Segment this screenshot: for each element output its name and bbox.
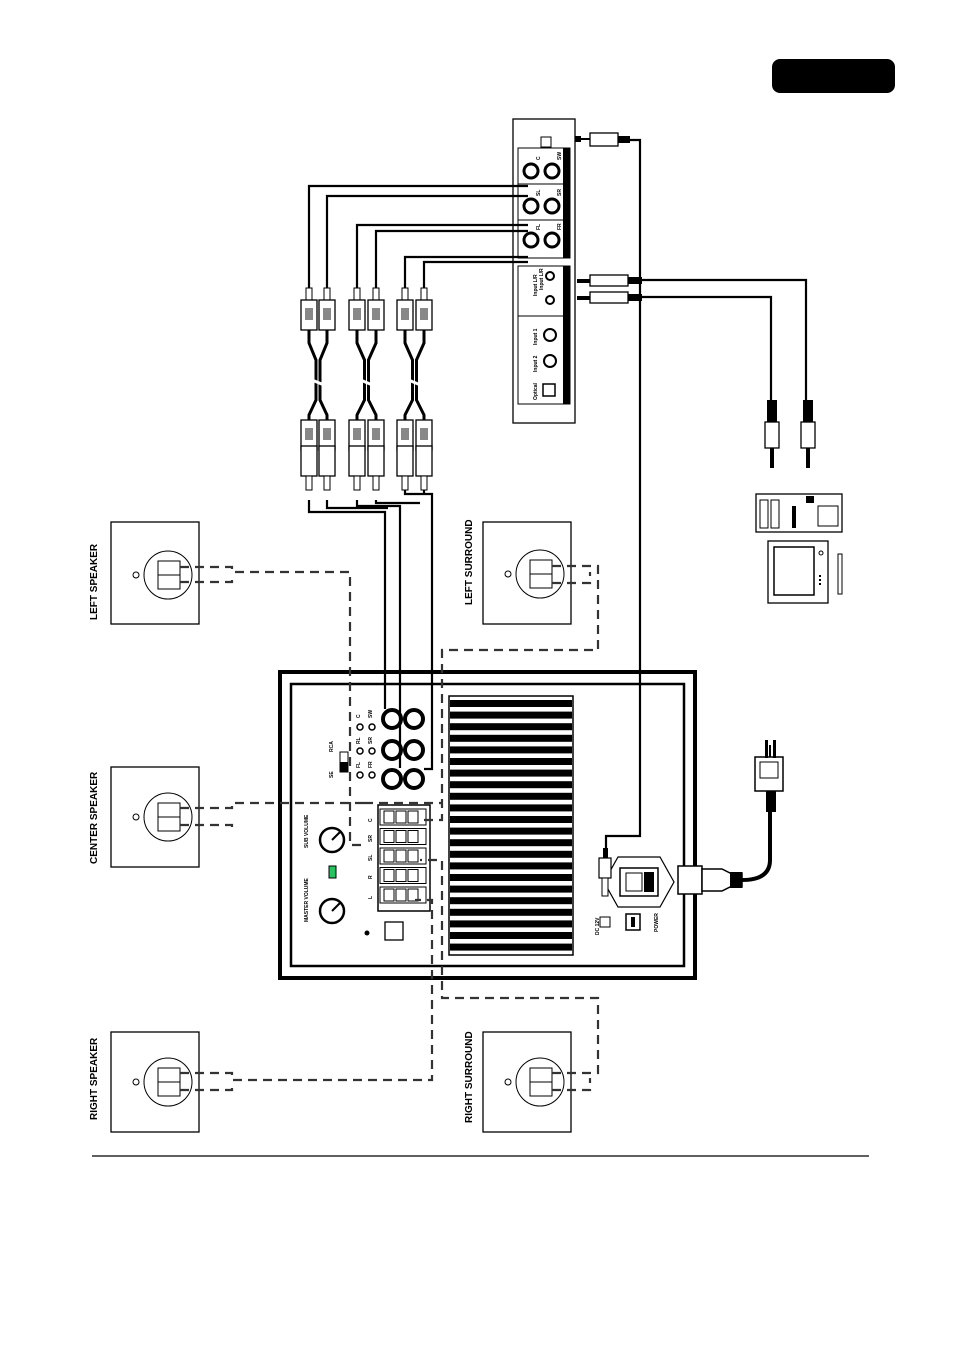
ctrl-rca-label-3: SR xyxy=(557,189,563,196)
switch-label-1: SE xyxy=(329,771,335,778)
switch-label-0: RCA xyxy=(329,741,335,752)
terminal-label-3: R xyxy=(368,875,374,879)
computer-icon xyxy=(756,494,842,532)
speaker-terminals xyxy=(378,805,430,911)
ctrl-rca-label-1: SW xyxy=(557,152,563,160)
right-surround-label: RIGHT SURROUND xyxy=(464,1031,475,1123)
right-speaker: RIGHT SPEAKER xyxy=(89,1032,199,1132)
left-speaker-label: LEFT SPEAKER xyxy=(89,543,100,620)
ctrl-rca-label-2: SL xyxy=(536,190,542,196)
ctrl-rca-label-4: FL xyxy=(536,224,542,230)
master-volume-label: MASTER VOLUME xyxy=(304,877,310,922)
monitor-icon xyxy=(768,541,842,603)
terminal-label-1: SR xyxy=(368,835,374,842)
vent-grille xyxy=(449,696,573,955)
rca-plug-icon xyxy=(301,288,432,490)
sub-rca-label-1: SW xyxy=(368,710,374,718)
dc-12v-label: DC 12V xyxy=(595,917,601,935)
control-unit: C SW SL SR FL FR Input L/R Input L/R Inp… xyxy=(513,119,575,423)
right-speaker-label: RIGHT SPEAKER xyxy=(89,1037,100,1120)
ctrl-input-label-2: Input 1 xyxy=(533,328,539,345)
input-select-switch[interactable] xyxy=(340,752,348,772)
ctrl-input-label-1: Input L/R xyxy=(539,268,545,290)
sub-volume-label: SUB VOLUME xyxy=(304,814,310,848)
center-speaker-label: CENTER SPEAKER xyxy=(89,771,100,864)
page-badge xyxy=(772,59,895,93)
terminal-label-2: SL xyxy=(368,855,374,861)
sub-rca-label-5: FR xyxy=(368,761,374,768)
center-speaker: CENTER SPEAKER xyxy=(89,767,199,867)
terminal-label-4: L xyxy=(368,896,374,899)
left-surround: LEFT SURROUND xyxy=(464,519,571,624)
power-label: POWER xyxy=(654,913,660,932)
ctrl-rca-label-0: C xyxy=(536,156,542,160)
sub-rca-label-4: FL xyxy=(356,762,362,768)
sub-rca-label-2: RL xyxy=(356,737,362,744)
master-volume-knob[interactable] xyxy=(320,899,344,923)
subwoofer-panel: C SW RL SR FL FR RCA SE C SR SL R L SUB … xyxy=(280,672,695,978)
dc-plug-icon xyxy=(575,133,630,146)
ctrl-rca-label-5: FR xyxy=(557,223,563,230)
left-surround-label: LEFT SURROUND xyxy=(464,519,475,605)
stereo-jack-computer-plugs xyxy=(765,400,815,468)
sub-volume-knob[interactable] xyxy=(320,828,344,852)
terminal-label-0: C xyxy=(368,818,374,822)
left-speaker: LEFT SPEAKER xyxy=(89,522,199,624)
stereo-jack-icon xyxy=(577,275,642,303)
sub-rca-label-0: C xyxy=(356,714,362,718)
right-surround: RIGHT SURROUND xyxy=(464,1031,571,1132)
ac-inlet xyxy=(604,857,674,907)
power-led xyxy=(329,866,336,878)
ctrl-input-label-4: Optical xyxy=(533,382,539,400)
sub-rca-label-3: SR xyxy=(368,737,374,744)
ctrl-input-label-3: Input 2 xyxy=(533,355,539,372)
